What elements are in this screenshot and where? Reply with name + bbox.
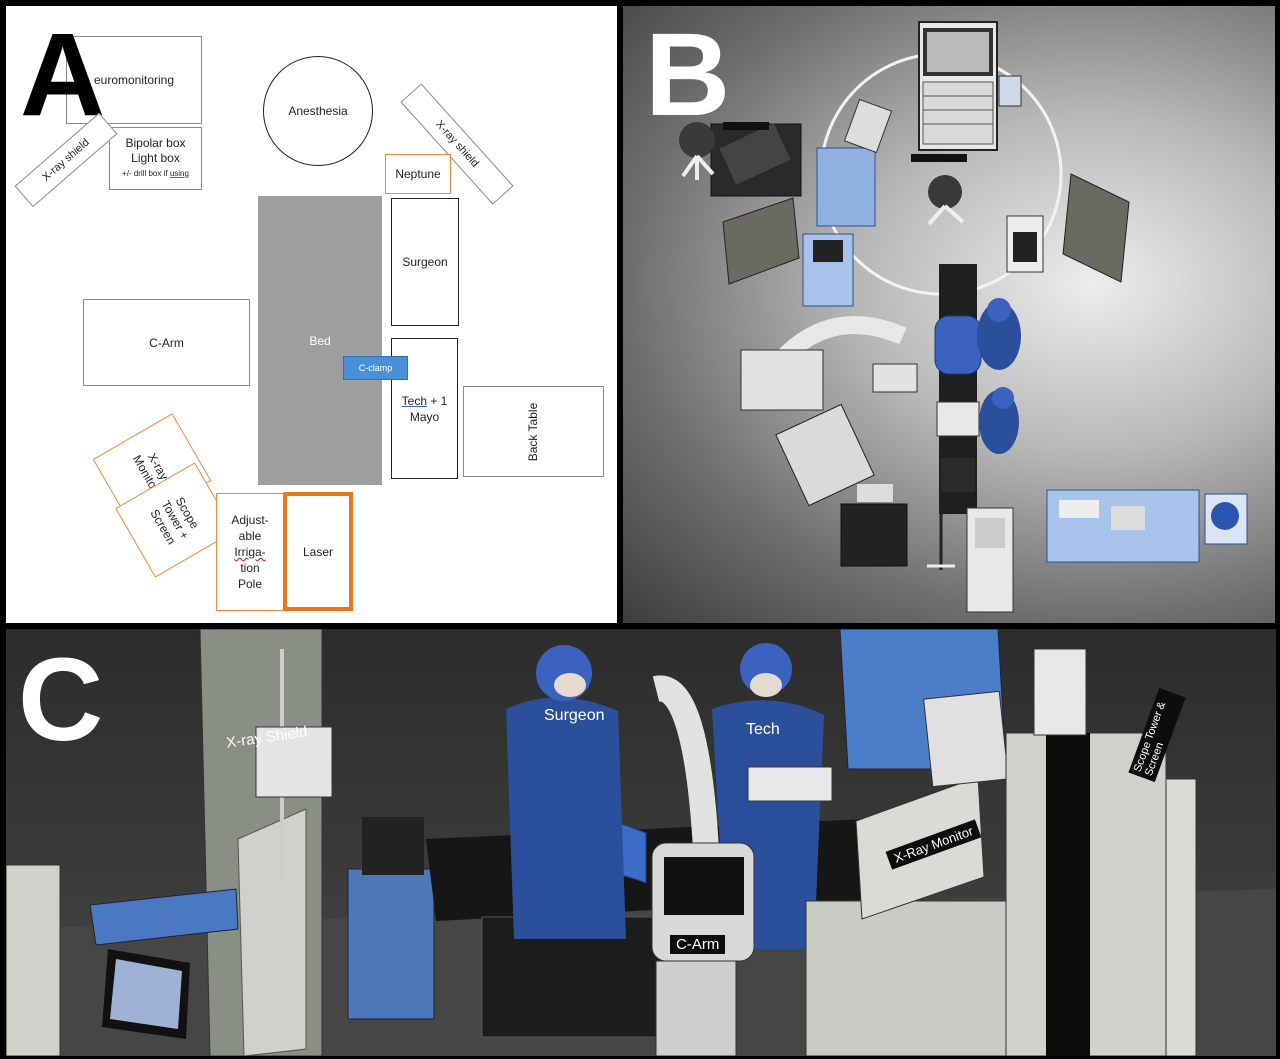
laptop [102,949,190,1039]
bipolar-label-3: +/- drill box if using [122,166,189,181]
blue-table-left [89,888,239,946]
surgeon-label: Surgeon [402,255,448,269]
laser-box: Laser [283,492,353,611]
xray-shield-left-3d [722,197,800,285]
stool-center [927,175,965,226]
panel-b-letter: B [645,9,731,141]
xray-shield-left-label: X-ray shield [40,136,92,184]
xray-shield-3d [199,629,323,1056]
neptune-label: Neptune [395,167,441,181]
c-clamp: C-clamp [343,356,408,380]
tech-label-2: Mayo [409,409,440,424]
blue-equipment-cart [802,98,893,307]
panel-c-3d-perspective: C Surgeon Tech X-ray Shield C-Arm X-Ray … [6,629,1276,1056]
scope-tower-label: Scope Tower + Screen [146,491,204,549]
surgeon-box: Surgeon [391,198,459,326]
bed-label: Bed [309,333,331,348]
surgeon-figure [977,298,1021,370]
bipolar-box: Bipolar box Light box +/- drill box if u… [109,127,202,190]
bed: Bed [258,196,382,485]
drill-box-text: +/- drill box if [122,169,170,178]
c-arm-3d-label: C-Arm [670,935,726,954]
tech-label-1: Tech + 1 [402,393,448,409]
anesthesia-circle: Anesthesia [263,56,373,166]
panel-b-scene [679,21,1248,613]
neuromonitoring-box: euromonitoring [66,36,202,124]
panel-b-3d-top-view: B [623,6,1275,623]
right-wall-equipment [1165,778,1197,1056]
anesthesia-label: Anesthesia [288,104,348,118]
laser-label: Laser [302,544,334,559]
back-table-box: Back Table [463,386,604,477]
back-table-3d [1046,489,1248,563]
c-arm-3d-front [651,675,755,1056]
tech-3d-label: Tech [746,721,780,738]
bipolar-label-1: Bipolar box [125,136,186,150]
laser-3d [966,507,1014,613]
neuromonitoring-label: euromonitoring [93,73,175,87]
irrigation-pole-3d [927,504,955,570]
c-arm-3d [740,316,918,411]
anesthesia-machine [911,21,1022,162]
surgical-bed [934,264,982,514]
xray-shield-right-3d [1062,173,1130,283]
surgeon-3d [506,645,626,939]
irrigation-line-1: Adjust- [231,513,269,527]
xray-monitor-3d [775,403,875,507]
scope-tower-3d-front [1005,648,1167,1056]
c-clamp-label: C-clamp [358,363,393,373]
using-text: using [169,169,189,178]
neuromonitoring-cart-3d [347,817,435,1020]
bipolar-label-2: Light box [131,151,180,165]
neuromonitoring-cart [710,122,802,197]
panel-c-scene [6,629,1276,1056]
left-equipment [6,864,61,1056]
tech-figure [979,387,1019,454]
tech-text: Tech [401,393,427,408]
c-arm-box: C-Arm [83,299,250,386]
panel-c-letter: C [18,634,104,766]
irrigation-line-4: tion [240,561,260,575]
iv-pole [255,649,333,879]
tech-plus-text: + 1 [427,393,448,408]
neptune-box: Neptune [385,154,451,194]
c-arm-label: C-Arm [149,335,184,350]
iv-pole-right [1006,215,1044,273]
irrigation-line-2: able [238,529,262,543]
irrigation-line-3: Irriga- [234,545,266,559]
scope-tower-3d [840,484,908,567]
panel-a-letter: A [20,9,106,141]
irrigation-line-5: Pole [237,577,263,591]
back-table-label: Back Table [526,402,541,461]
irrigation-pole-box: Adjust- able Irriga- tion Pole [216,493,284,611]
stool-left [679,122,715,180]
surgeon-3d-label: Surgeon [544,707,605,724]
panel-a-floor-plan: euromonitoring Bipolar box Light box +/-… [6,6,617,623]
